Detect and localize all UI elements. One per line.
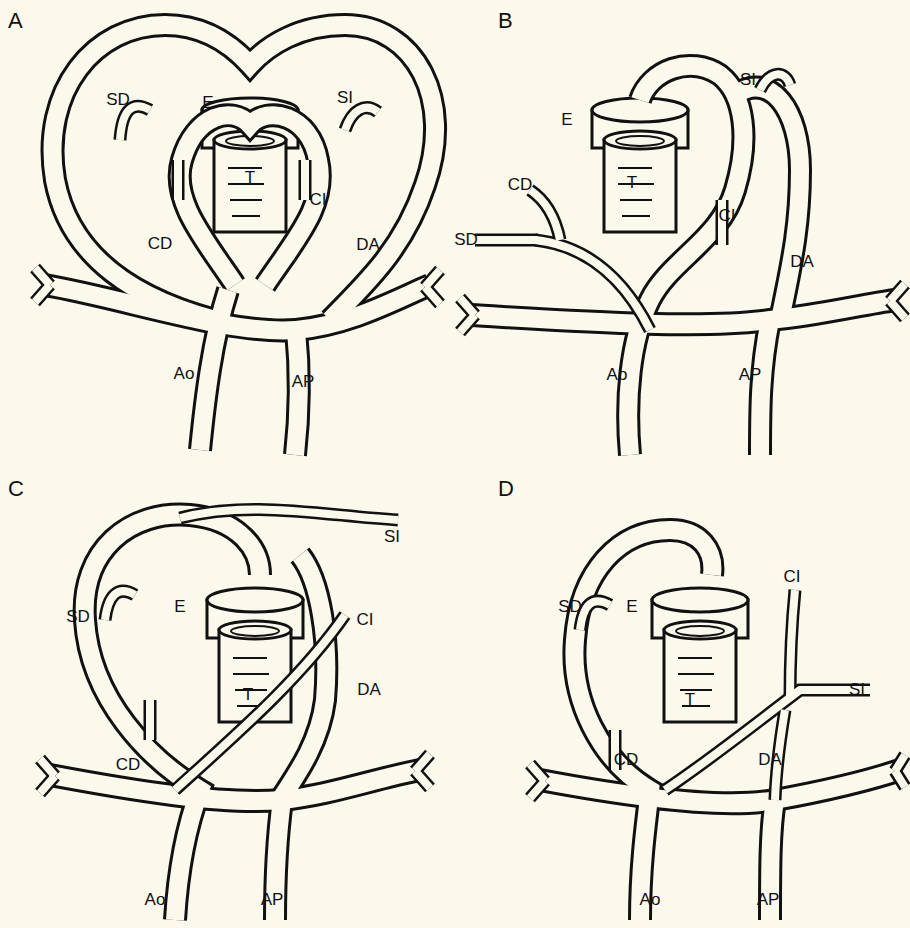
vessel-label: E: [174, 597, 185, 617]
vessel-label: SI: [849, 680, 865, 700]
vessel-label: CI: [784, 567, 801, 587]
panel-letter: A: [8, 8, 23, 34]
panel-letter: C: [8, 476, 24, 502]
panel-letter: B: [498, 8, 513, 34]
vessel-label: T: [245, 168, 255, 188]
vessel-label: DA: [356, 235, 380, 255]
vessel-label: E: [561, 110, 572, 130]
vessel-label: AP: [261, 890, 284, 910]
vessel-label: SI: [384, 527, 400, 547]
vessel-label: SI: [337, 88, 353, 108]
vessel-label: CD: [148, 234, 173, 254]
vessel-label: Ao: [607, 365, 628, 385]
vessel-label: CI: [719, 206, 736, 226]
vessel-label: DA: [357, 680, 381, 700]
vessel-label: Ao: [145, 890, 166, 910]
vessel-label: SD: [106, 90, 130, 110]
vessel-label: Ao: [174, 364, 195, 384]
vessel-label: CI: [357, 610, 374, 630]
vessel-label: AP: [757, 890, 780, 910]
vessel-label: CD: [508, 175, 533, 195]
vessel-label: CD: [614, 750, 639, 770]
vessel-label: AP: [292, 372, 315, 392]
vessel-label: DA: [758, 750, 782, 770]
vessel-label: SI: [740, 70, 756, 90]
vessel-label: Ao: [640, 890, 661, 910]
vessel-label: T: [627, 173, 637, 193]
vessel-label: SD: [454, 230, 478, 250]
vessel-label: E: [202, 93, 213, 113]
panel-letter: D: [498, 476, 514, 502]
vessel-label: T: [685, 690, 695, 710]
vessel-label: SD: [66, 607, 90, 627]
vessel-label: DA: [790, 252, 814, 272]
vessel-label: SD: [558, 597, 582, 617]
vessel-label: E: [626, 597, 637, 617]
vessel-label: T: [243, 685, 253, 705]
vessel-label: CI: [310, 190, 327, 210]
vessel-label: CD: [116, 755, 141, 775]
vessel-label: AP: [739, 365, 762, 385]
